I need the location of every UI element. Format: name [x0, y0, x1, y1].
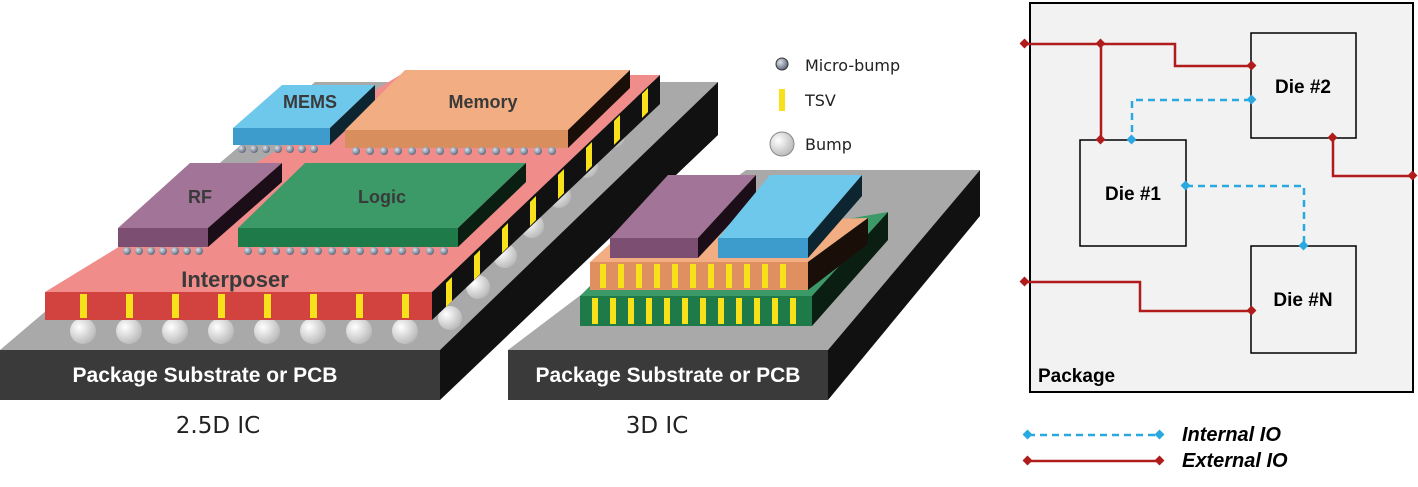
legend-tsv: TSV — [804, 91, 836, 110]
stack-chip-blue — [718, 175, 862, 258]
micro-bump-icon — [775, 57, 789, 71]
tsv — [558, 169, 564, 199]
ic-3d-figure: Package Substrate or PCB — [508, 170, 980, 439]
legend-external-io: External IO — [1182, 450, 1288, 472]
internal-io-nodes — [1126, 94, 1309, 251]
die-n-label: Die #N — [1273, 290, 1332, 311]
bump — [438, 306, 462, 330]
substrate-label-25d: Package Substrate or PCB — [73, 364, 338, 387]
logic-label: Logic — [358, 187, 406, 207]
legend-micro-bump: Micro-bump — [805, 56, 900, 75]
bump-icon — [769, 131, 795, 157]
memory-chip: Memory — [345, 70, 630, 155]
tsv — [356, 294, 363, 318]
tsv-row — [600, 264, 786, 288]
mems-chip: MEMS — [233, 85, 375, 153]
micro-bump-row — [352, 147, 556, 155]
tsv — [586, 142, 592, 172]
tsv-row-side — [446, 88, 648, 307]
internal-io-links — [1130, 98, 1306, 246]
micro-bump-row — [238, 145, 318, 153]
rf-chip: RF — [118, 163, 282, 255]
die-1-box — [1079, 139, 1187, 247]
tsv — [446, 277, 452, 307]
micro-bump-row — [244, 247, 448, 255]
io-legend: Internal IO External IO — [1022, 424, 1288, 472]
legend-internal-io: Internal IO — [1182, 424, 1281, 446]
tsv — [172, 294, 179, 318]
external-io-nodes — [1019, 38, 1418, 316]
tsv — [614, 115, 620, 145]
tsv — [474, 250, 480, 280]
package-diagram: Die #2 Die #1 Die #N — [1019, 2, 1418, 472]
tsv — [530, 196, 536, 226]
interposer-label: Interposer — [181, 267, 289, 292]
substrate-label-3d: Package Substrate or PCB — [536, 364, 801, 387]
component-legend: Micro-bump TSV Bump — [769, 56, 900, 157]
bump — [392, 318, 418, 344]
caption-3d: 3D IC — [626, 413, 689, 439]
bump — [300, 318, 326, 344]
stack-chip-purple — [610, 175, 756, 258]
caption-25d: 2.5D IC — [176, 413, 260, 439]
micro-bump-row — [123, 247, 203, 255]
bump — [162, 318, 188, 344]
mems-label: MEMS — [283, 92, 337, 112]
tsv-icon — [779, 89, 785, 111]
bump — [254, 318, 280, 344]
package-label: Package — [1038, 366, 1115, 387]
die-1-label: Die #1 — [1105, 184, 1161, 205]
tsv — [310, 294, 317, 318]
tsv-row-front — [80, 294, 409, 318]
tsv — [642, 88, 648, 118]
bump — [116, 318, 142, 344]
bump — [70, 318, 96, 344]
bump — [208, 318, 234, 344]
tsv — [502, 223, 508, 253]
tsv — [80, 294, 87, 318]
ic-25d-figure: Package Substrate or PCB — [0, 70, 718, 439]
rf-label: RF — [188, 187, 212, 207]
tsv — [126, 294, 133, 318]
die-2-label: Die #2 — [1275, 77, 1331, 98]
logic-chip: Logic — [238, 163, 526, 255]
tsv — [218, 294, 225, 318]
tsv-row — [592, 298, 796, 324]
die-n-box — [1250, 245, 1357, 354]
memory-label: Memory — [448, 92, 517, 112]
legend-bump: Bump — [805, 135, 852, 154]
die-2-box — [1250, 32, 1357, 139]
bump — [346, 318, 372, 344]
tsv — [402, 294, 409, 318]
tsv — [264, 294, 271, 318]
